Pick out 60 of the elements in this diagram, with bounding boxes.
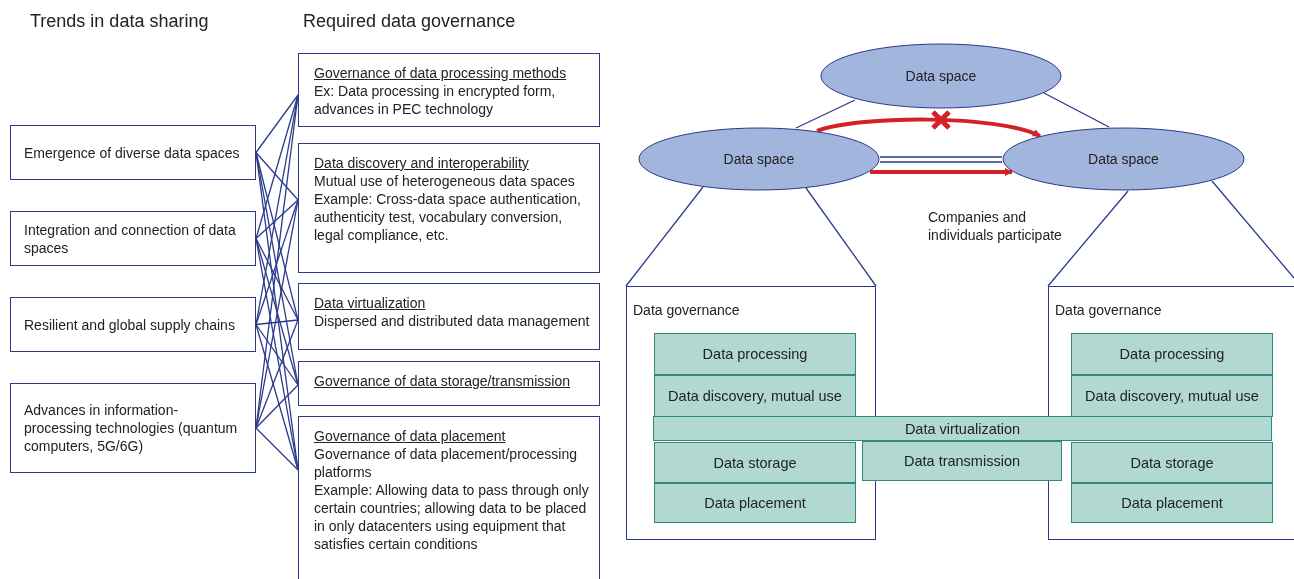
box-heading: Data discovery and interoperability [314,154,530,172]
connector-line [1043,92,1110,128]
governance-layer-box: Data placement [654,483,856,523]
connector-line [255,319,299,326]
box-description: Mutual use of heterogeneous data spaces [314,172,576,190]
governance-layer-box: Data processing [1071,333,1273,375]
connector-line [255,151,299,201]
connector-line [255,199,299,240]
box-description: Example: Cross-data space authentication, authenticity test, vocabulary conversion, legal compliance, etc. [314,190,582,244]
governance-layer-box: Data storage [654,442,856,483]
box-description: Example: Allowing data to pass through only certain countries; allowing data to be placed in only datacenters using equipment that satisfies certain conditions [314,481,590,553]
governance-requirement-box [298,143,600,273]
box-description: Dispersed and distributed data management [314,312,591,330]
governance-requirement-box [298,361,600,406]
arrow [816,117,1041,138]
data-space-ellipse: Data space [1002,127,1245,191]
connector-line [255,323,299,386]
connector-line [255,199,299,326]
data-governance-panel [1048,286,1294,540]
connector-line [255,237,299,321]
zoom-line [1211,180,1294,279]
box-description: Ex: Data processing in encrypted form, advances in PEC technology [314,82,557,118]
governance-requirement-box [298,53,600,127]
box-heading: Governance of data placement [314,427,507,445]
governance-layer-box: Data storage [1071,442,1273,483]
box-heading: Governance of data storage/transmission [314,372,572,390]
connector-line [255,94,299,154]
connector-line [879,156,1003,163]
box-heading: Data virtualization [314,294,427,312]
governance-layer-box: Data discovery, mutual use [1071,375,1273,417]
data-space-ellipse: Data space [638,127,880,191]
trend-box: Advances in information-processing technologies (quantum computers, 5G/6G) [10,383,256,473]
zoom-line [625,186,704,287]
box-heading: Governance of data processing methods [314,64,568,82]
governance-layer-box: Data virtualization [653,416,1272,441]
connector-line [255,319,299,429]
connector-line [795,99,856,129]
governance-layer-box: Data transmission [862,441,1062,481]
arrow [870,168,1013,176]
governance-layer-box: Data processing [654,333,856,375]
panel-title: Data governance [1055,301,1163,319]
governance-layer-box: Data discovery, mutual use [654,375,856,417]
panel-title: Data governance [633,301,741,319]
trend-box: Integration and connection of data spaces [10,211,256,266]
governance-requirement-box [298,416,600,579]
trend-box: Emergence of diverse data spaces [10,125,256,180]
column-heading: Trends in data sharing [30,12,210,30]
connector-line [255,384,299,429]
zoom-line [1047,190,1129,287]
data-governance-panel [626,286,876,540]
data-space-ellipse: Data space [820,43,1062,109]
connector-line [255,323,299,471]
column-heading: Required data governance [303,12,517,30]
zoom-line [805,187,877,287]
governance-layer-box: Data placement [1071,483,1273,523]
governance-requirement-box [298,283,600,350]
connector-line [255,427,299,471]
trend-box: Resilient and global supply chains [10,297,256,352]
box-description: Governance of data placement/processing platforms [314,445,579,481]
note-text: Companies and individuals participate [928,208,1063,244]
